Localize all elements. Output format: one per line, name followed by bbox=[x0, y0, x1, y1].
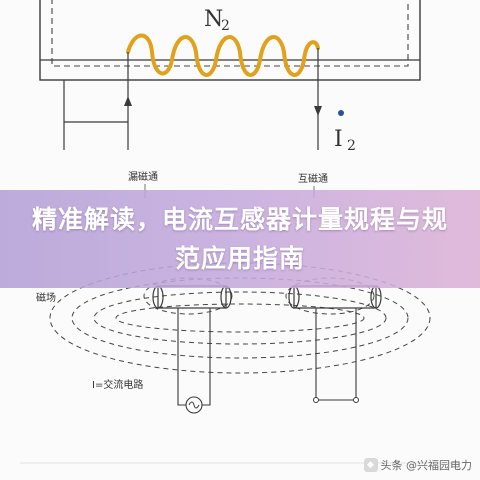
watermark: ◆ 头条 @兴福园电力 bbox=[363, 457, 473, 473]
secondary-coil bbox=[126, 33, 320, 77]
winding-n2-subscript: 2 bbox=[221, 18, 230, 34]
title-banner: 精准解读，电流互感器计量规程与规范应用指南 bbox=[0, 190, 480, 288]
current-i2-subscript: 2 bbox=[347, 138, 356, 154]
magnetic-field-label: 磁场 bbox=[36, 291, 56, 304]
winding-n2-label: N bbox=[204, 7, 223, 32]
ac-circuit-wiring bbox=[177, 308, 357, 406]
current-i2-label: I bbox=[334, 127, 343, 152]
arrow-down-icon bbox=[314, 106, 322, 116]
flux-path-dashed bbox=[51, 0, 409, 67]
current-dot-icon bbox=[338, 110, 344, 116]
mutual-flux-label: 互磁通 bbox=[298, 172, 328, 185]
ac-circuit-label: I=交流电路 bbox=[92, 378, 143, 391]
coil-cylinder-left bbox=[152, 285, 232, 309]
banner-title: 精准解读，电流互感器计量规程与规范应用指南 bbox=[31, 205, 448, 273]
arrow-up-icon bbox=[124, 96, 132, 106]
core-outer-frame bbox=[39, 0, 421, 81]
leakage-flux-label: 漏磁通 bbox=[128, 170, 158, 183]
coil-cylinder-right bbox=[288, 285, 382, 309]
terminal-left-icon bbox=[313, 397, 319, 403]
ac-source-icon bbox=[185, 396, 203, 414]
watermark-text: 头条 @兴福园电力 bbox=[380, 459, 473, 472]
toutiao-logo-icon: ◆ bbox=[363, 458, 378, 472]
terminal-right-icon bbox=[353, 397, 359, 403]
